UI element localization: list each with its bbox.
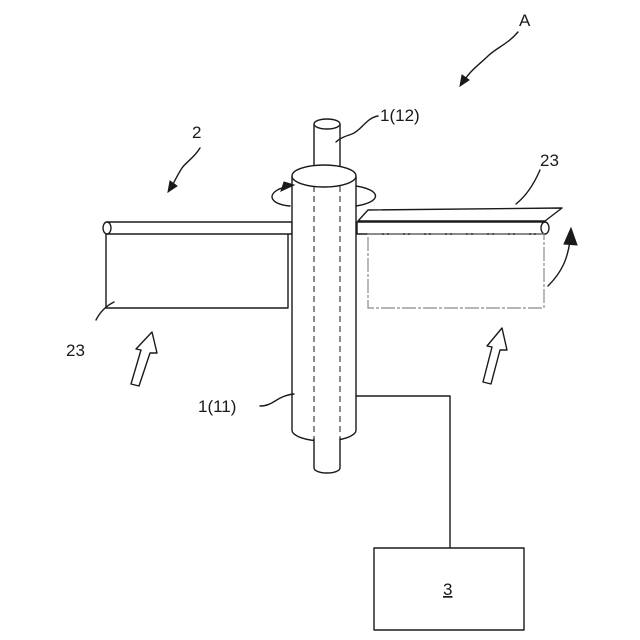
label-upper-roller: 1(12): [380, 106, 420, 125]
connection-line: [356, 396, 450, 548]
flip-arrow: [548, 228, 577, 286]
reference-arrow-2: [168, 148, 200, 192]
label-sheet-left: 23: [66, 341, 85, 360]
label-apparatus-a: A: [519, 11, 531, 30]
label-sheet-right: 23: [540, 151, 559, 170]
reference-arrow-a: [460, 32, 518, 86]
left-sheet-panel: [106, 230, 288, 308]
central-roller: [292, 119, 356, 473]
label-lower-roller: 1(11): [198, 397, 236, 416]
airflow-arrow-left: [131, 332, 157, 386]
airflow-arrow-right: [483, 328, 507, 384]
label-sheet-assembly: 2: [192, 123, 201, 142]
label-unit: 3: [443, 580, 452, 599]
